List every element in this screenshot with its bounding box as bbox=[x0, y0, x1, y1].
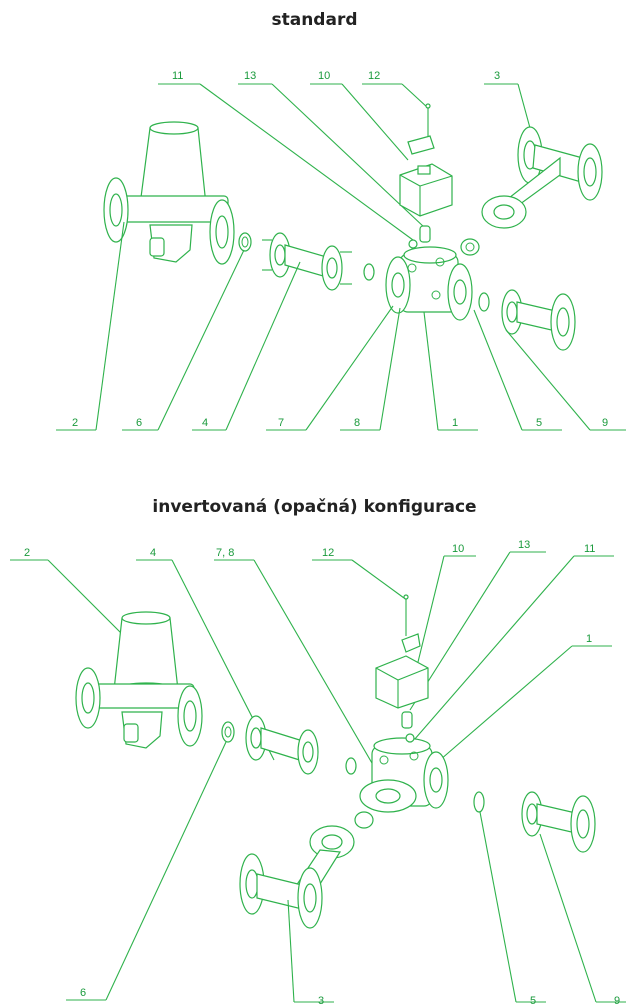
callout-11: 11 bbox=[158, 70, 414, 241]
part-oring-6 bbox=[238, 232, 252, 252]
callout-1: 1 bbox=[423, 311, 478, 431]
inv-callout-3: 3 bbox=[287, 899, 334, 1007]
inv-part-spool-3 bbox=[239, 825, 355, 929]
inv-part-valve-body bbox=[359, 737, 449, 813]
callout-9: 9 bbox=[505, 329, 626, 431]
part-actuator-10 bbox=[399, 163, 453, 217]
inv-label-4: 4 bbox=[150, 547, 156, 559]
label-2: 2 bbox=[72, 417, 78, 429]
part-spool-3 bbox=[481, 126, 603, 229]
standard-diagram: 11 13 10 12 3 bbox=[56, 70, 626, 431]
label-3: 3 bbox=[494, 70, 500, 82]
inv-callout-78: 7, 8 bbox=[214, 547, 377, 771]
label-1: 1 bbox=[452, 417, 458, 429]
label-12: 12 bbox=[368, 70, 380, 82]
inv-label-12: 12 bbox=[322, 547, 334, 559]
title-standard: standard bbox=[271, 10, 358, 30]
inv-part-lever-12 bbox=[401, 594, 421, 653]
inv-callout-12: 12 bbox=[312, 547, 405, 599]
inv-label-78: 7, 8 bbox=[216, 547, 234, 559]
label-9: 9 bbox=[602, 417, 608, 429]
inv-label-3: 3 bbox=[318, 995, 324, 1007]
title-inverted: invertovaná (opačná) konfigurace bbox=[152, 497, 477, 517]
label-13: 13 bbox=[244, 70, 256, 82]
inv-callout-13: 13 bbox=[409, 539, 546, 711]
inv-part-oring-5 bbox=[473, 791, 485, 813]
callout-8: 8 bbox=[340, 307, 401, 431]
callout-10: 10 bbox=[310, 70, 409, 161]
inv-label-9: 9 bbox=[614, 995, 620, 1007]
part-oring-small bbox=[363, 263, 375, 281]
callout-6: 6 bbox=[122, 249, 245, 431]
inv-label-1: 1 bbox=[586, 633, 592, 645]
inv-part-filter-housing bbox=[75, 611, 203, 749]
part-oring-5 bbox=[478, 292, 490, 312]
inv-part-actuator-10 bbox=[375, 655, 429, 709]
part-filter-housing bbox=[103, 121, 235, 265]
inv-callout-6: 6 bbox=[66, 741, 227, 1001]
callout-7: 7 bbox=[266, 305, 394, 431]
label-7: 7 bbox=[278, 417, 284, 429]
part-spool-9 bbox=[501, 289, 576, 351]
callout-13: 13 bbox=[238, 70, 426, 229]
label-10: 10 bbox=[318, 70, 330, 82]
inv-label-6: 6 bbox=[80, 987, 86, 999]
callout-2: 2 bbox=[56, 221, 125, 431]
part-stem-13 bbox=[419, 225, 431, 243]
inv-callout-9: 9 bbox=[539, 833, 626, 1007]
inv-callout-5: 5 bbox=[479, 811, 546, 1007]
inv-label-2: 2 bbox=[24, 547, 30, 559]
part-oring-right bbox=[460, 238, 480, 256]
inv-label-13: 13 bbox=[518, 539, 530, 551]
part-valve-body bbox=[385, 246, 473, 321]
callout-3: 3 bbox=[484, 70, 531, 129]
callout-12: 12 bbox=[362, 70, 429, 109]
label-8: 8 bbox=[354, 417, 360, 429]
inv-part-oring-small bbox=[345, 757, 357, 775]
inv-part-spool-4 bbox=[245, 715, 319, 775]
inv-label-10: 10 bbox=[452, 543, 464, 555]
inverted-diagram: 2 4 7, 8 12 10 13 11 bbox=[10, 539, 626, 1007]
label-5: 5 bbox=[536, 417, 542, 429]
inv-part-stem-13 bbox=[401, 711, 413, 729]
part-nut-11 bbox=[408, 239, 418, 249]
inv-callout-11: 11 bbox=[413, 543, 614, 741]
label-6: 6 bbox=[136, 417, 142, 429]
inv-part-oring-6 bbox=[221, 721, 235, 743]
inv-callout-10: 10 bbox=[417, 543, 476, 663]
inv-part-spool-9 bbox=[521, 791, 596, 853]
label-4: 4 bbox=[202, 417, 208, 429]
label-11: 11 bbox=[172, 70, 183, 82]
callout-4: 4 bbox=[192, 261, 301, 431]
inv-label-11: 11 bbox=[584, 543, 595, 555]
inv-label-5: 5 bbox=[530, 995, 536, 1007]
callout-5: 5 bbox=[473, 309, 562, 431]
part-spool-4 bbox=[262, 232, 352, 291]
inv-part-nut-11 bbox=[405, 733, 415, 743]
part-lever-12 bbox=[407, 103, 435, 155]
inv-callout-1: 1 bbox=[439, 633, 612, 761]
inv-part-oring-lower bbox=[354, 811, 374, 829]
